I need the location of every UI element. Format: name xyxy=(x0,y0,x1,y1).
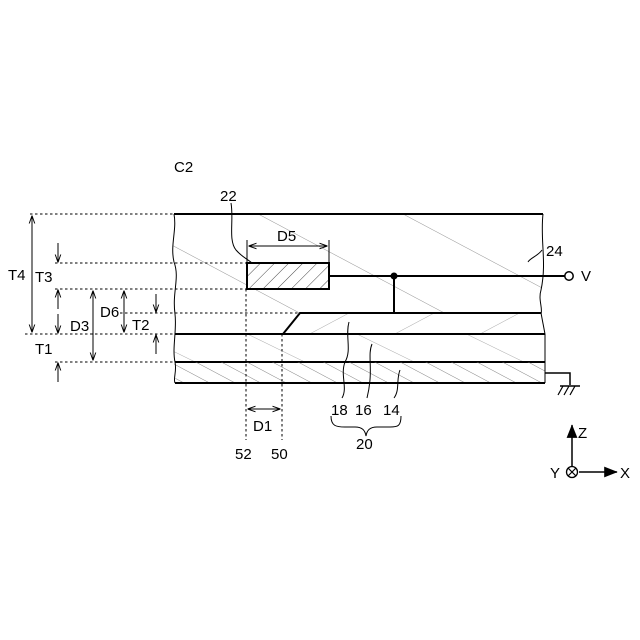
axis-label-x: X xyxy=(620,465,630,482)
axis-label-y: Y xyxy=(550,465,560,482)
layer-24 xyxy=(173,214,544,314)
dim-D6: D6 xyxy=(100,304,119,321)
axis-label-z: Z xyxy=(578,425,587,442)
dim-T3: T3 xyxy=(35,269,53,286)
dim-D5: D5 xyxy=(277,228,296,245)
dim-T2: T2 xyxy=(132,317,150,334)
electrode-22 xyxy=(247,263,329,289)
ground-symbol xyxy=(545,373,580,395)
voltage-terminal xyxy=(565,272,573,280)
label-22: 22 xyxy=(220,188,237,205)
junction-dot xyxy=(391,273,398,280)
label-16: 16 xyxy=(355,402,372,419)
label-14: 14 xyxy=(383,402,400,419)
label-20: 20 xyxy=(356,436,373,453)
dim-D3: D3 xyxy=(70,318,89,335)
layer-18 xyxy=(283,313,545,334)
label-18: 18 xyxy=(331,402,348,419)
dim-D1: D1 xyxy=(253,418,272,435)
label-voltage: V xyxy=(581,268,591,285)
dim-T1: T1 xyxy=(35,341,53,358)
coordinate-axes: Z X Y xyxy=(550,425,630,482)
layer-16 xyxy=(174,334,545,362)
figure-label: C2 xyxy=(174,159,193,176)
label-50: 50 xyxy=(271,446,288,463)
label-52: 52 xyxy=(235,446,252,463)
dim-T4: T4 xyxy=(8,267,26,284)
label-24: 24 xyxy=(546,243,563,260)
